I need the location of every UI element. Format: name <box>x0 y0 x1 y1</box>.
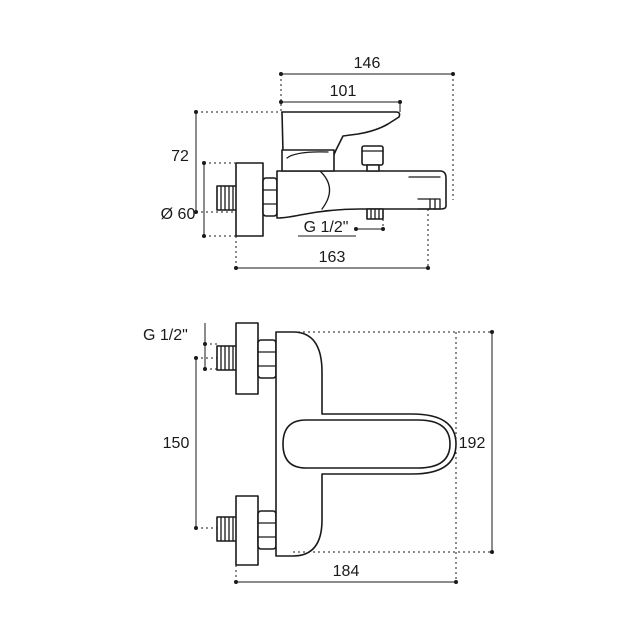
label-overall-length: 146 <box>354 55 381 72</box>
side-lever-handle <box>281 111 401 172</box>
dimension-outlet-thread: G 1/2" <box>298 219 385 237</box>
side-view: 146 101 72 Ø 60 <box>161 55 455 270</box>
side-diverter-knob <box>361 145 384 172</box>
label-outlet-thread: G 1/2" <box>304 219 349 236</box>
side-body <box>276 170 447 220</box>
dimension-overall-length: 146 <box>279 55 455 200</box>
label-inlet-thread: G 1/2" <box>143 327 188 344</box>
top-view: G 1/2" 150 <box>143 322 494 584</box>
dimension-projection: 163 <box>234 209 430 270</box>
top-lever-handle <box>282 419 451 469</box>
dimension-width: 184 <box>234 332 458 584</box>
dimension-inlet-spacing: 150 <box>163 356 217 530</box>
label-width: 184 <box>333 563 360 580</box>
side-inlet-fitting <box>216 162 278 237</box>
label-height: 72 <box>171 148 189 165</box>
label-inlet-spacing: 150 <box>163 435 190 452</box>
label-projection: 163 <box>319 249 346 266</box>
dimension-diameter: Ø 60 <box>161 161 236 238</box>
dimension-depth: 192 <box>293 330 494 554</box>
dimension-lever-length: 101 <box>279 83 402 112</box>
dimension-inlet-thread: G 1/2" <box>143 323 217 371</box>
top-inlet-fitting-upper <box>216 322 277 395</box>
label-diameter: Ø 60 <box>161 206 196 223</box>
label-lever-length: 101 <box>330 83 357 100</box>
dimension-height: 72 <box>171 110 283 214</box>
label-depth: 192 <box>459 435 486 452</box>
top-inlet-fitting-lower <box>216 495 277 566</box>
